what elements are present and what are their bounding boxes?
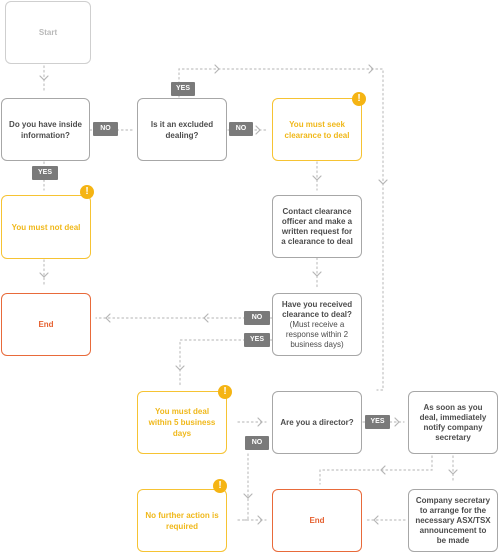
warning-symbol: ! <box>85 186 89 197</box>
notify-company-secretary-label: As soon as you deal, immediately notify … <box>419 402 487 442</box>
received-clearance-question: Have you received clearance to deal? (Mu… <box>272 293 362 356</box>
received-clearance-note: (Must receive a response within 2 busine… <box>285 319 349 349</box>
end-node-bottom: End <box>272 489 362 552</box>
warning-icon: ! <box>80 185 94 199</box>
yes-tag-excluded: YES <box>171 82 195 96</box>
received-clearance-label: Have you received clearance to deal? <box>281 299 353 319</box>
inside-information-label: Do you have inside information? <box>9 119 82 140</box>
warning-symbol: ! <box>218 480 222 491</box>
contact-clearance-officer-node: Contact clearance officer and make a wri… <box>272 195 362 258</box>
deal-within-5-days-label: You must deal within 5 business days <box>148 407 216 438</box>
seek-clearance-label: You must seek clearance to deal <box>284 119 350 140</box>
excluded-dealing-label: Is it an excluded dealing? <box>150 119 214 140</box>
no-further-action-node: No further action is required <box>137 489 227 552</box>
yes-tag-director-text: YES <box>370 418 385 425</box>
must-not-deal-label: You must not deal <box>11 222 81 232</box>
no-tag-excluded: NO <box>229 122 253 136</box>
yes-tag-received: YES <box>244 333 270 347</box>
no-tag-inside-text: NO <box>100 125 111 132</box>
warning-icon: ! <box>352 92 366 106</box>
contact-clearance-officer-label: Contact clearance officer and make a wri… <box>281 206 353 246</box>
deal-within-5-days-node: You must deal within 5 business days <box>137 391 227 454</box>
start-node: Start <box>5 1 91 64</box>
no-tag-director-text: NO <box>251 439 263 446</box>
company-secretary-announcement-node: Company secretary to arrange for the nec… <box>408 489 498 552</box>
warning-icon: ! <box>218 385 232 399</box>
no-further-action-label: No further action is required <box>145 510 219 531</box>
no-tag-received: NO <box>244 311 270 325</box>
yes-tag-received-text: YES <box>249 336 264 343</box>
warning-symbol: ! <box>223 386 227 397</box>
start-label: Start <box>38 28 58 37</box>
warning-icon: ! <box>213 479 227 493</box>
yes-tag-inside: YES <box>32 166 58 180</box>
excluded-dealing-question: Is it an excluded dealing? <box>137 98 227 161</box>
no-tag-inside: NO <box>93 122 118 136</box>
director-label: Are you a director? <box>280 418 354 427</box>
no-tag-received-text: NO <box>251 314 263 321</box>
inside-information-question: Do you have inside information? <box>1 98 90 161</box>
end-top-label: End <box>38 320 54 329</box>
end-node-top: End <box>1 293 91 356</box>
must-not-deal-node: You must not deal <box>1 195 91 259</box>
company-secretary-announcement-label: Company secretary to arrange for the nec… <box>415 495 491 545</box>
end-bottom-label: End <box>309 516 325 525</box>
seek-clearance-node: You must seek clearance to deal <box>272 98 362 161</box>
no-tag-excluded-text: NO <box>235 125 247 132</box>
director-question: Are you a director? <box>272 391 362 454</box>
no-tag-director: NO <box>245 436 269 450</box>
yes-tag-inside-text: YES <box>37 169 52 176</box>
warning-symbol: ! <box>357 93 361 104</box>
yes-tag-excluded-text: YES <box>175 85 190 92</box>
yes-tag-director: YES <box>365 415 390 429</box>
notify-company-secretary-node: As soon as you deal, immediately notify … <box>408 391 498 454</box>
